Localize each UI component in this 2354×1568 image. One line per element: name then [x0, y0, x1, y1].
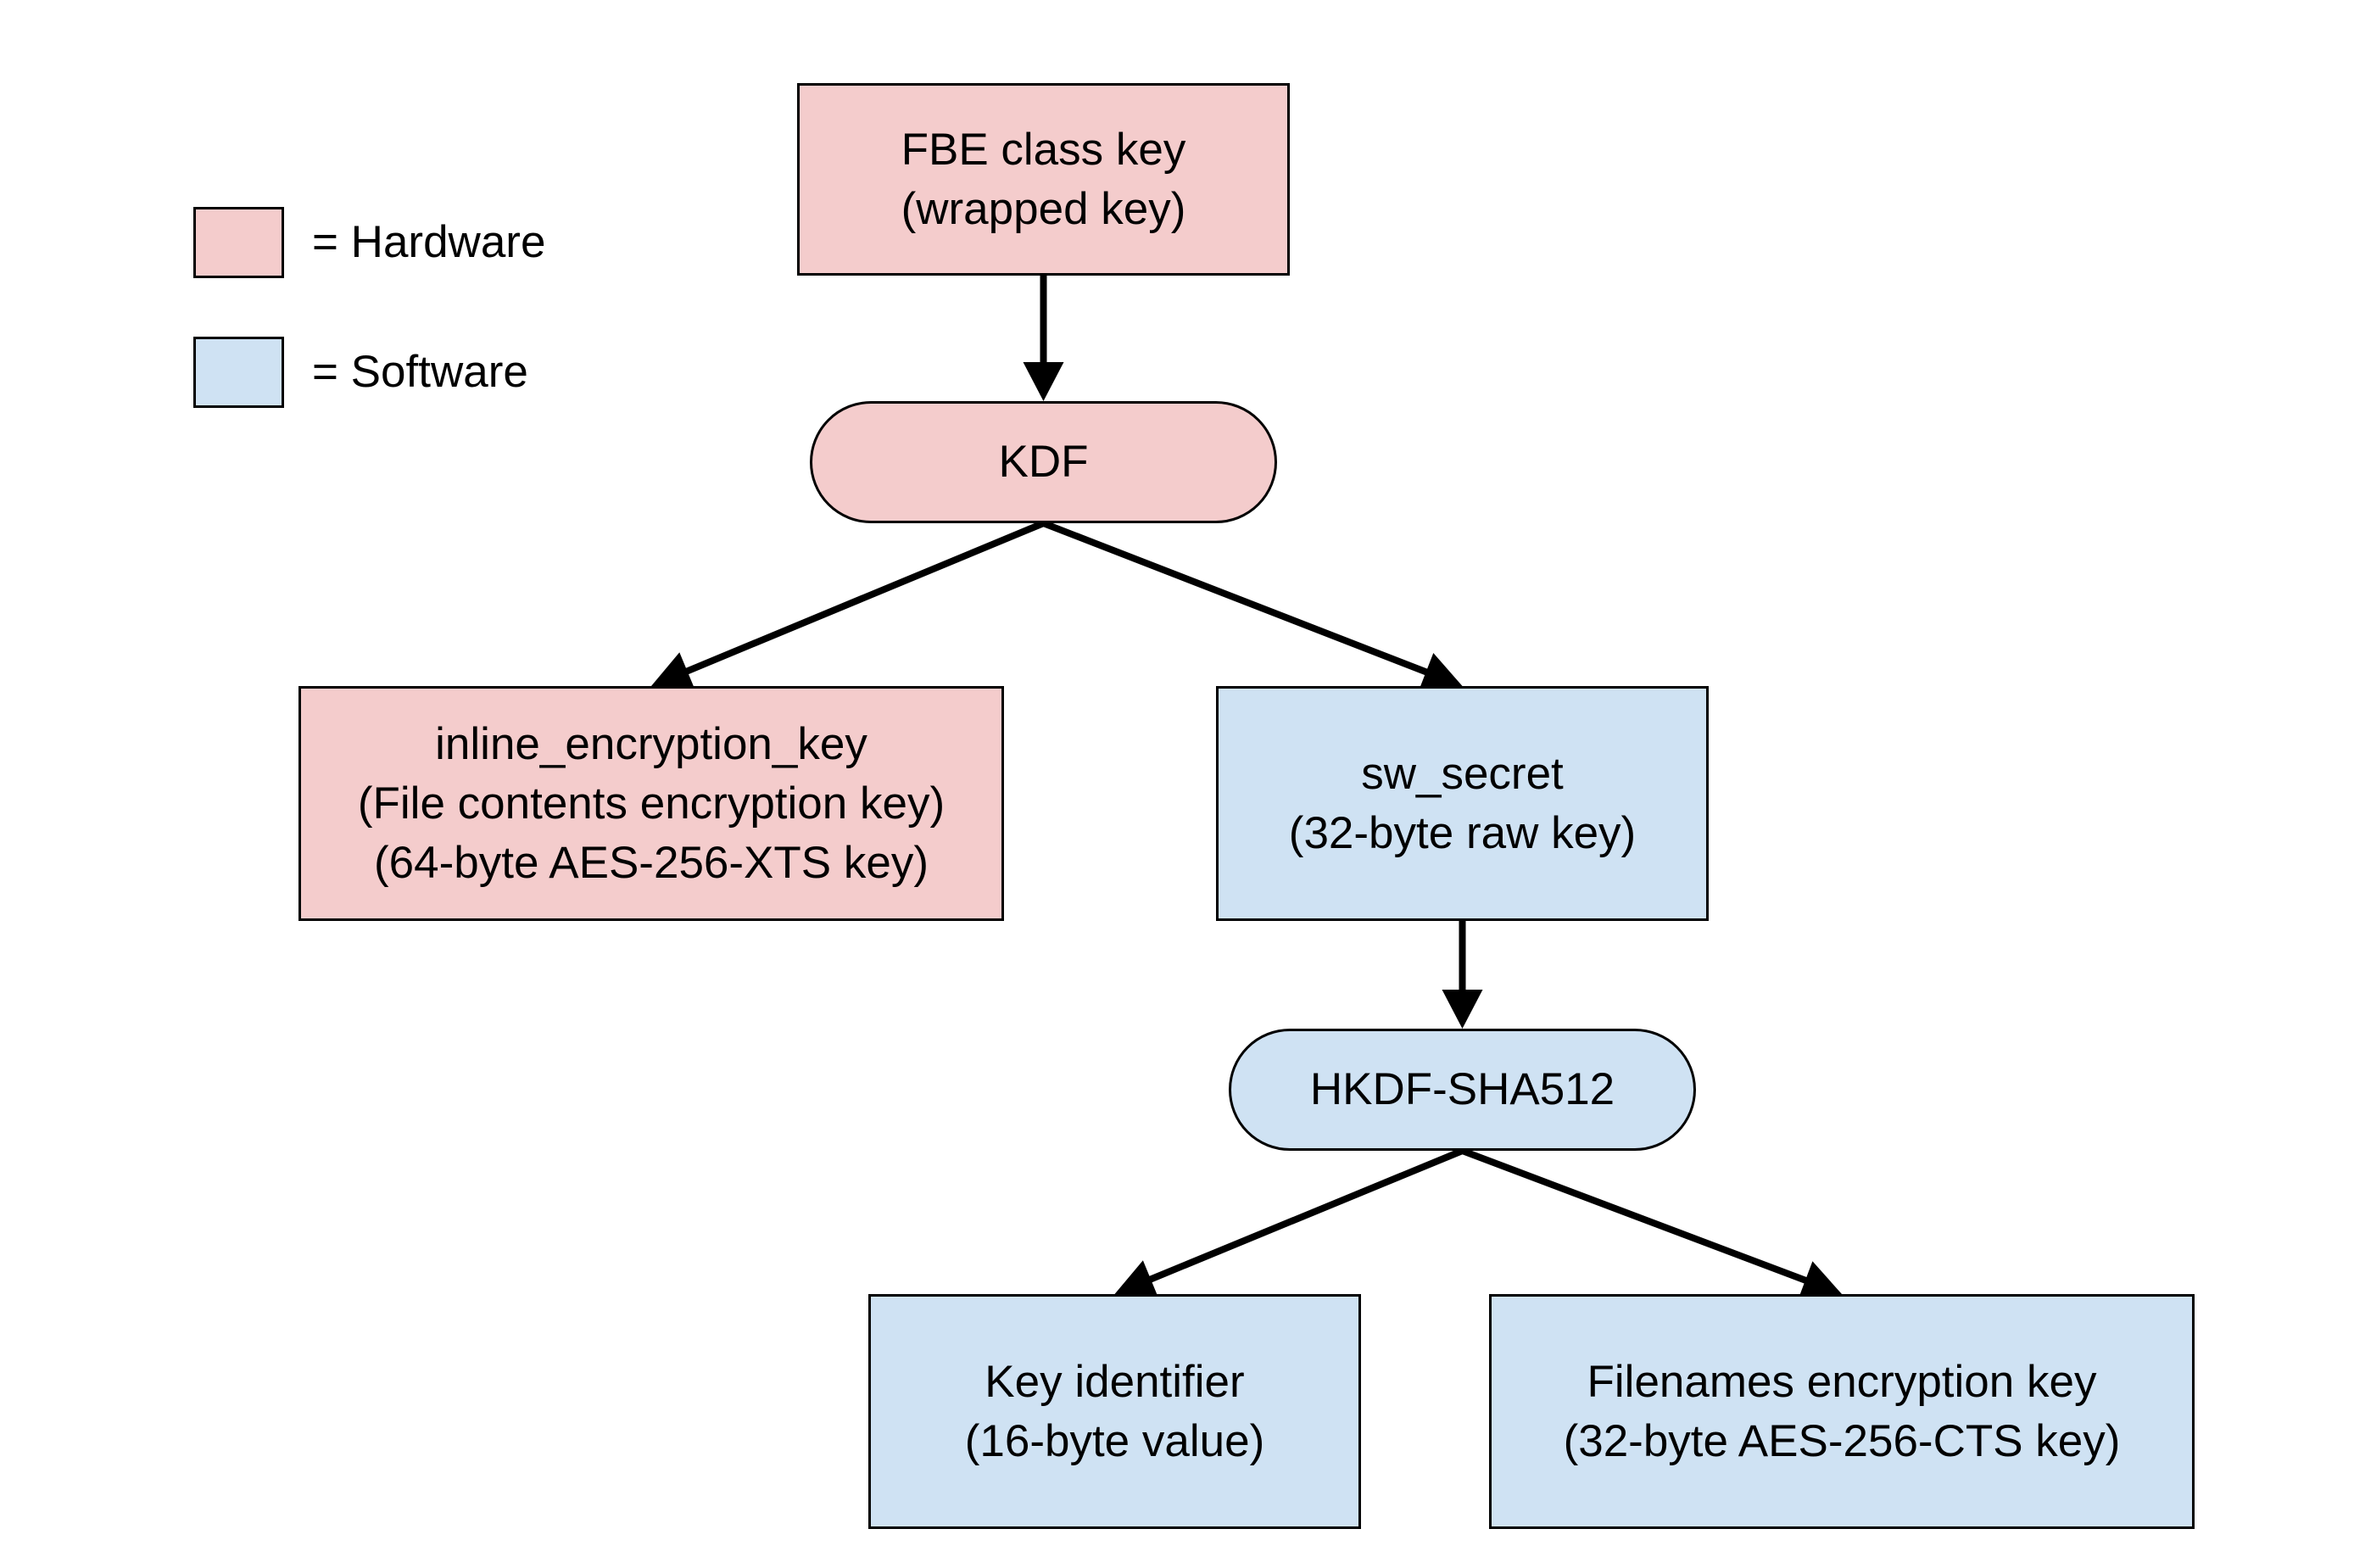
- arrowhead-hkdf_sha512-to-filenames_encryption_key: [1798, 1261, 1842, 1300]
- arrowhead-sw_secret-to-hkdf_sha512: [1442, 990, 1483, 1029]
- sw-secret-box: sw_secret (32-byte raw key): [1216, 686, 1709, 921]
- node-text-line: (File contents encryption key): [357, 778, 946, 829]
- node-text-line: Key identifier: [985, 1356, 1245, 1407]
- edge-line-kdf-to-sw_secret: [1042, 520, 1431, 677]
- legend-hardware-label: = Hardware: [312, 217, 546, 267]
- edge-line-kdf-to-inline_encryption_key: [683, 520, 1046, 676]
- edge-line-hkdf_sha512-to-filenames_encryption_key: [1461, 1147, 1810, 1285]
- arrowhead-hkdf_sha512-to-key_identifier: [1114, 1260, 1159, 1298]
- arrowhead-fbe_class_key-to-kdf: [1023, 362, 1064, 401]
- node-text-line: sw_secret: [1361, 748, 1564, 799]
- edge-line-hkdf_sha512-to-key_identifier: [1146, 1147, 1464, 1284]
- arrowhead-kdf-to-sw_secret: [1418, 652, 1463, 691]
- node-text-line: inline_encryption_key: [435, 718, 867, 769]
- filenames-encryption-key-box: Filenames encryption key (32-byte AES-25…: [1489, 1294, 2195, 1529]
- kdf-node: KDF: [810, 401, 1277, 523]
- node-text-line: Filenames encryption key: [1587, 1356, 2097, 1407]
- node-text-line: HKDF-SHA512: [1309, 1064, 1615, 1114]
- key-identifier-box: Key identifier (16-byte value): [868, 1294, 1361, 1529]
- legend-software-swatch: [193, 337, 284, 408]
- legend-software-label: = Software: [312, 347, 528, 397]
- node-text-line: (64-byte AES-256-XTS key): [374, 837, 929, 888]
- legend-hardware-swatch: [193, 207, 284, 278]
- inline-encryption-key-box: inline_encryption_key (File contents enc…: [298, 686, 1004, 921]
- node-text-line: FBE class key: [901, 124, 1186, 175]
- node-text-line: (32-byte AES-256-CTS key): [1563, 1415, 2121, 1466]
- hkdf-sha512-node: HKDF-SHA512: [1229, 1029, 1696, 1151]
- arrowhead-kdf-to-inline_encryption_key: [651, 652, 695, 690]
- node-text-line: (32-byte raw key): [1288, 807, 1637, 858]
- node-text-line: KDF: [998, 437, 1089, 487]
- node-text-line: (16-byte value): [964, 1415, 1265, 1466]
- node-text-line: (wrapped key): [901, 183, 1186, 234]
- fbe-class-key-box: FBE class key (wrapped key): [797, 83, 1290, 276]
